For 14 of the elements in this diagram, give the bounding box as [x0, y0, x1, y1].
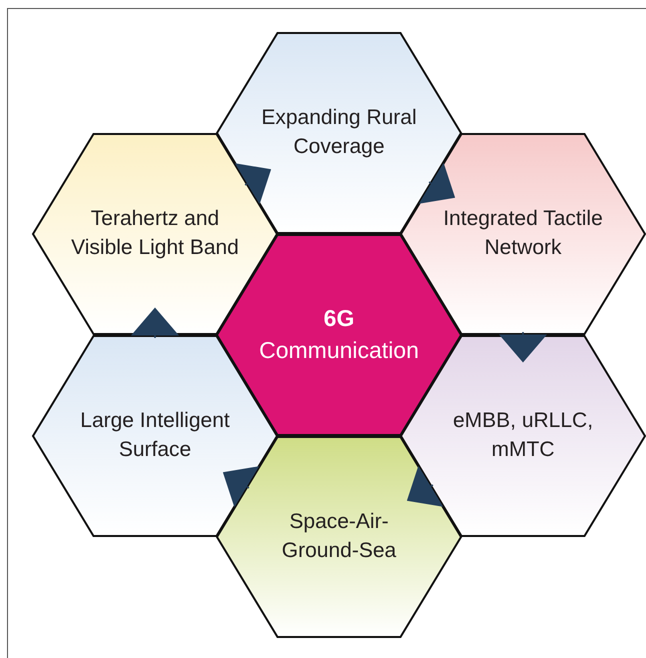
hexagon-label: Expanding Rural Coverage	[260, 105, 418, 160]
hexagon-heading: 6G	[324, 304, 354, 334]
arrowhead-connector	[499, 332, 547, 362]
hexagon-label: Space-Air-Ground-Sea	[280, 509, 398, 564]
arrowhead-connector	[222, 466, 260, 508]
arrowhead-connector	[406, 466, 444, 507]
arrowhead-connector	[418, 162, 456, 204]
arrowhead-connector	[234, 163, 272, 204]
hexagon-label: Terahertz and Visible Light Band	[70, 206, 240, 261]
hexagon-label: Communication	[259, 336, 419, 365]
hexagon-label: eMBB, uRLLC, mMTC	[452, 408, 594, 463]
hexagon-label: Integrated Tactile Network	[442, 206, 604, 261]
arrowhead-connector	[131, 308, 179, 338]
hexagon-label: Large Intelligent Surface	[79, 408, 231, 463]
